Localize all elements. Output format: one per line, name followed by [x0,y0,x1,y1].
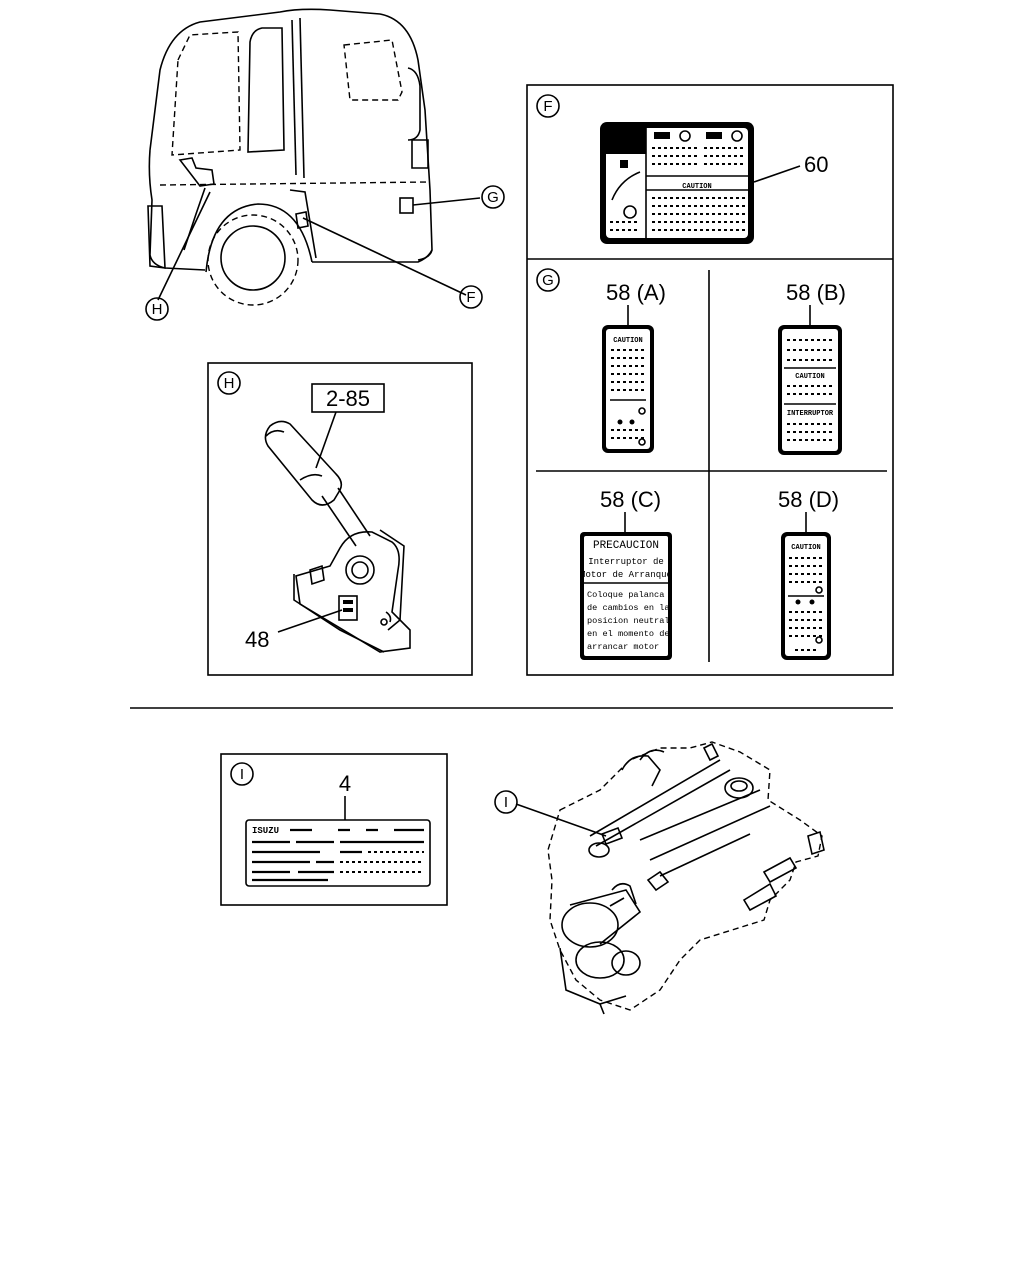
svg-text:CAUTION: CAUTION [791,544,820,552]
marker-g-cab: G [481,185,505,209]
svg-text:H: H [224,375,235,392]
svg-text:G: G [542,272,554,289]
svg-text:CAUTION: CAUTION [682,183,711,191]
label-4-plate: ISUZU [245,819,431,887]
leader-48 [277,609,343,633]
svg-text:CAUTION: CAUTION [613,337,642,345]
svg-text:CAUTION: CAUTION [795,373,824,381]
marker-h-cab: H [145,297,169,321]
label-60: CAUTION [600,122,754,244]
marker-f-panel: F [536,94,560,118]
marker-i-panel: I [230,762,254,786]
truck-cab-drawing [147,8,433,306]
engine-drawing [547,741,825,1015]
label-58b: CAUTION INTERRUPTOR [778,325,842,455]
svg-text:posicion neutral: posicion neutral [587,616,670,626]
parking-brake-lever-drawing [264,420,411,653]
leader-g [412,197,481,206]
svg-text:F: F [543,98,552,115]
marker-g-panel: G [536,268,560,292]
callout-58a: 58 (A) [606,280,666,305]
svg-text:I: I [504,794,508,811]
callout-48: 48 [245,627,269,652]
callout-58d: 58 (D) [778,487,839,512]
leader-60 [753,165,801,183]
panel-i-frame [220,753,448,906]
callout-2-85: 2-85 [326,386,370,411]
callout-58b: 58 (B) [786,280,846,305]
marker-f-cab: F [459,285,483,309]
label-58c: PRECAUCION Interruptor de Motor de Arran… [580,532,672,660]
svg-text:G: G [487,189,499,206]
callout-58c: 58 (C) [600,487,661,512]
svg-text:INTERRUPTOR: INTERRUPTOR [787,410,834,418]
svg-text:I: I [240,766,244,783]
callout-60: 60 [804,152,828,177]
label-58a: CAUTION [602,325,654,453]
panel-fg-frame [526,84,894,676]
svg-text:Motor de Arranque: Motor de Arranque [580,570,672,580]
svg-text:H: H [152,301,163,318]
callout-4: 4 [339,771,351,796]
marker-h-panel: H [217,371,241,395]
svg-text:Interruptor de: Interruptor de [588,557,664,567]
svg-text:en el momento de: en el momento de [587,629,670,639]
leader-h [157,191,211,301]
svg-text:PRECAUCION: PRECAUCION [593,540,659,552]
label-58d: CAUTION [781,532,831,660]
svg-text:arrancar motor: arrancar motor [587,642,659,652]
svg-text:Coloque palanca: Coloque palanca [587,590,664,600]
svg-text:ISUZU: ISUZU [252,826,279,836]
leader-2-85 [315,411,337,469]
marker-i-engine: I [494,790,518,814]
callout-285-box [311,383,385,413]
leader-f [302,217,467,296]
panel-h-frame [207,362,473,676]
svg-text:F: F [466,289,475,306]
leader-i [515,803,607,837]
svg-text:de cambios en la: de cambios en la [587,603,670,613]
